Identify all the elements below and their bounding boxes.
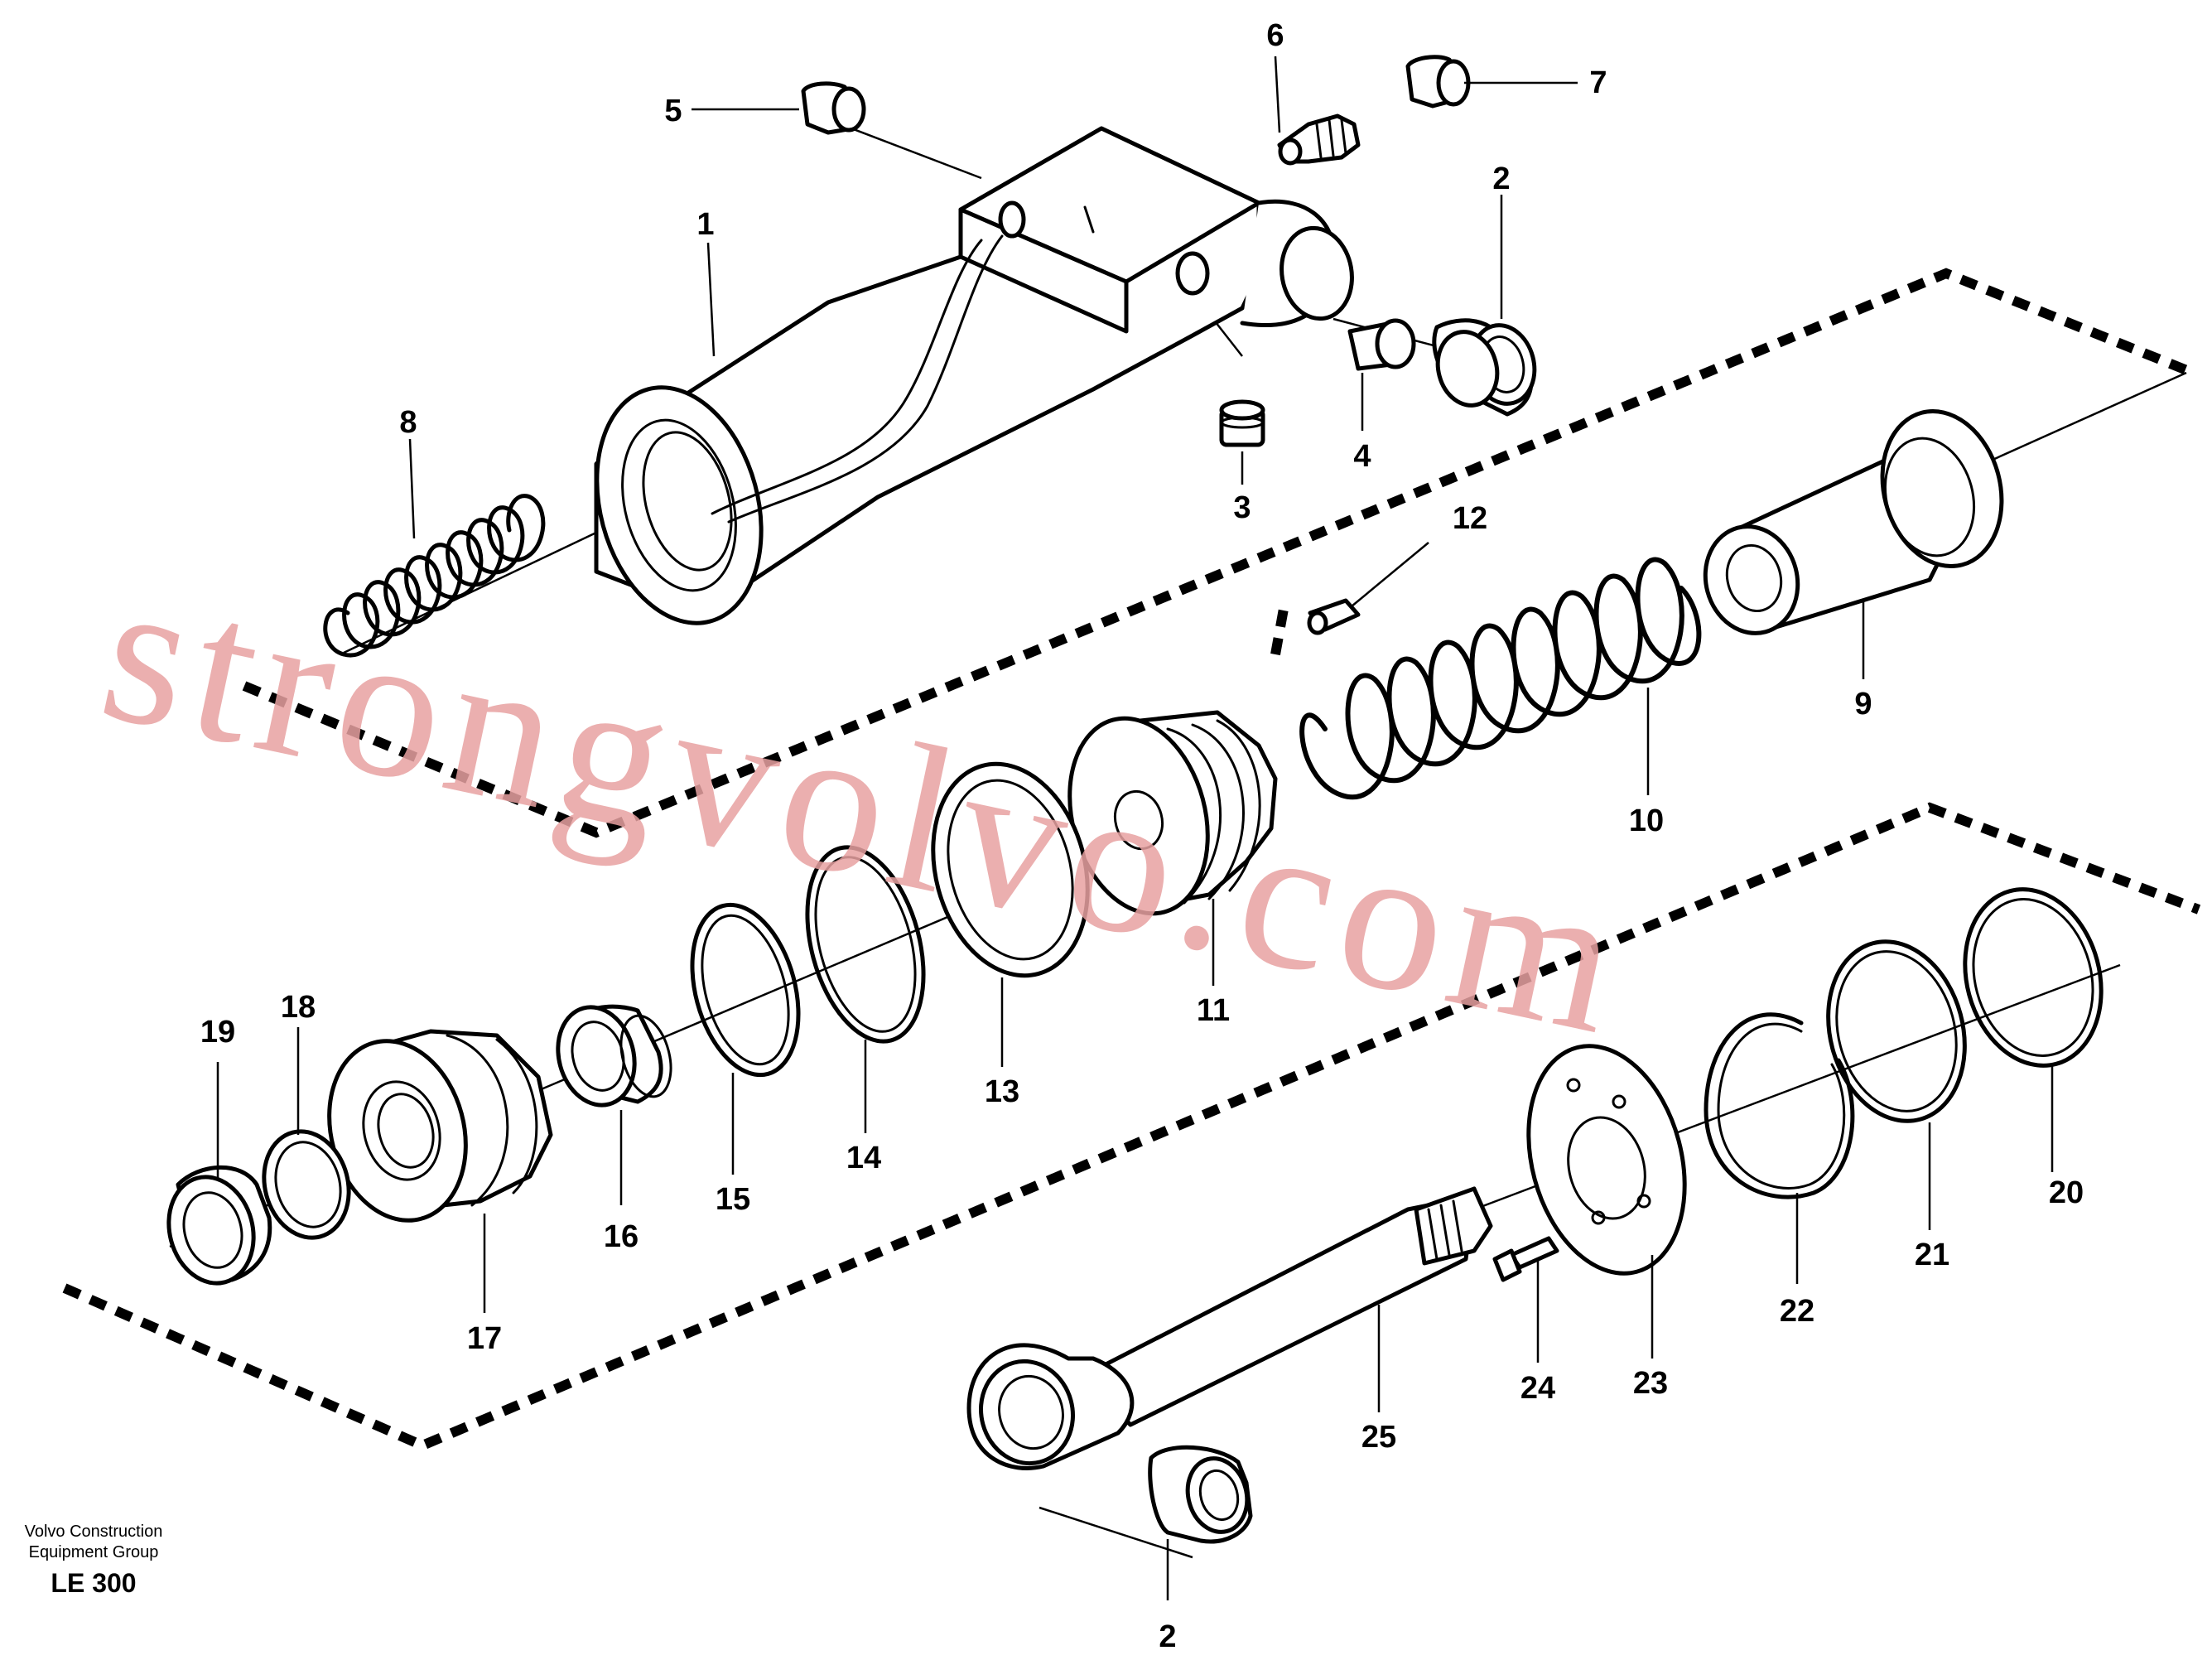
callout-10: 10 xyxy=(1629,804,1664,838)
callout-7: 7 xyxy=(1589,65,1607,100)
callout-13: 13 xyxy=(985,1074,1019,1109)
callout-19: 19 xyxy=(200,1015,235,1050)
callout-22: 22 xyxy=(1780,1294,1814,1329)
callout-6: 6 xyxy=(1266,18,1284,53)
part-21-ring xyxy=(1826,939,1967,1123)
footer-company-line1: Volvo Construction xyxy=(25,1523,163,1541)
part-9-sleeve xyxy=(1703,408,2004,635)
part-5-plug xyxy=(801,81,866,135)
callout-24: 24 xyxy=(1520,1371,1555,1406)
part-3-plug xyxy=(1219,399,1265,447)
callout-23: 23 xyxy=(1633,1366,1668,1401)
part-4-plug xyxy=(1347,318,1416,371)
callout-25: 25 xyxy=(1361,1420,1396,1455)
part-14-o-ring xyxy=(805,845,926,1044)
dashed-frames xyxy=(62,268,2201,1451)
leader-lines xyxy=(216,56,2054,1600)
part-2-bushing-top xyxy=(1432,318,1537,417)
part-6-valve xyxy=(1277,113,1361,166)
callout-2-bottom: 2 xyxy=(1159,1619,1176,1654)
callout-4: 4 xyxy=(1353,439,1371,474)
callout-12: 12 xyxy=(1453,501,1487,536)
callout-11: 11 xyxy=(1197,993,1230,1028)
callout-1: 1 xyxy=(696,207,714,242)
callout-8: 8 xyxy=(399,405,417,440)
callout-5: 5 xyxy=(664,94,682,128)
callout-2-top: 2 xyxy=(1492,162,1510,196)
callout-labels: 1 2 3 4 5 6 7 8 9 10 11 12 13 14 15 16 1… xyxy=(200,18,2084,1654)
part-11-piston xyxy=(1067,710,1278,916)
part-13-ring xyxy=(931,761,1090,978)
part-16-bushing xyxy=(556,1004,672,1108)
callout-20: 20 xyxy=(2049,1175,2084,1210)
part-20-o-ring xyxy=(1963,887,2104,1068)
footer-model-code: LE 300 xyxy=(51,1568,136,1598)
callout-9: 9 xyxy=(1854,687,1872,722)
callout-17: 17 xyxy=(467,1321,502,1356)
part-24-bolt xyxy=(1492,1236,1559,1282)
part-8-small-spring xyxy=(323,494,546,658)
part-7-plug xyxy=(1405,55,1471,109)
part-19-wiper xyxy=(166,1165,272,1286)
watermark: strongvolvo.com xyxy=(85,533,1646,1079)
part-22-retaining-ring xyxy=(1704,1012,1855,1199)
part-1-cylinder-body xyxy=(594,126,1354,625)
callout-14: 14 xyxy=(846,1141,881,1175)
part-23-flange-plate xyxy=(1526,1044,1687,1276)
part-17-guide xyxy=(327,1029,553,1223)
footer-company-line2: Equipment Group xyxy=(29,1543,159,1561)
callout-21: 21 xyxy=(1915,1238,1949,1272)
part-10-large-spring xyxy=(1299,557,1702,800)
callout-15: 15 xyxy=(716,1182,750,1217)
callout-3: 3 xyxy=(1233,490,1251,525)
part-18-ring xyxy=(262,1129,351,1240)
footer-block: Volvo Construction Equipment Group LE 30… xyxy=(25,1523,163,1598)
callout-16: 16 xyxy=(604,1219,639,1254)
callout-18: 18 xyxy=(281,990,316,1025)
part-2-bushing-bottom xyxy=(1148,1445,1253,1544)
part-12-set-screw xyxy=(1307,598,1361,635)
part-25-piston-rod xyxy=(966,1186,1493,1470)
watermark-text: strongvolvo.com xyxy=(85,533,1646,1079)
part-15-ring xyxy=(690,902,801,1078)
